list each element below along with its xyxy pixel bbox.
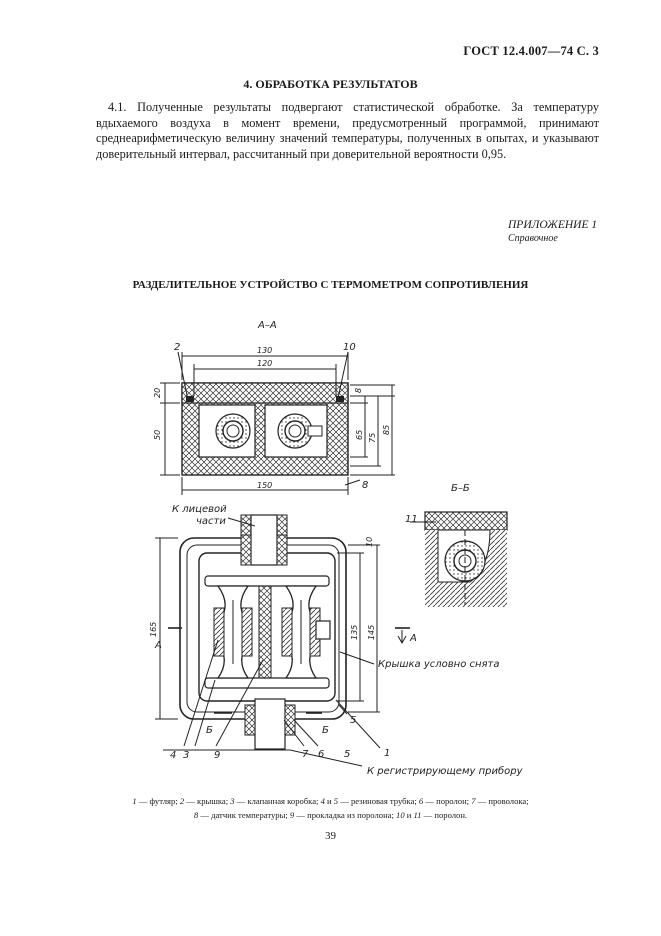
callout-5-bottom: 5 bbox=[344, 749, 350, 760]
page-number: 39 bbox=[325, 830, 336, 842]
note-to-recorder: К регистрирующему прибору bbox=[367, 765, 524, 777]
section-a-right: А bbox=[409, 633, 417, 644]
section-b-right: Б bbox=[322, 725, 329, 736]
callout-2: 2 bbox=[174, 342, 180, 353]
legend-line-1: 1 — футляр; 2 — крышка; 3 — клапанная ко… bbox=[132, 796, 529, 806]
section-a-left: А bbox=[154, 640, 162, 651]
section-bb-view bbox=[410, 511, 508, 607]
callout-8: 8 bbox=[362, 480, 368, 491]
section-aa-label: А–А bbox=[257, 320, 277, 331]
section-bb-label: Б–Б bbox=[451, 483, 470, 494]
callout-9: 9 bbox=[214, 750, 220, 761]
note-to-front: К лицевой bbox=[172, 504, 227, 515]
dim-10: 10 bbox=[365, 537, 374, 547]
appendix-title: ПРИЛОЖЕНИЕ 1 bbox=[508, 219, 598, 231]
callout-1: 1 bbox=[384, 748, 390, 759]
callout-11: 11 bbox=[405, 514, 418, 525]
document-header: ГОСТ 12.4.007—74 С. 3 bbox=[463, 44, 599, 58]
note-to-front-2: части bbox=[196, 516, 226, 527]
dim-85: 85 bbox=[382, 425, 391, 435]
section-aa-view bbox=[160, 351, 395, 495]
callout-4: 4 bbox=[170, 750, 176, 761]
dim-8: 8 bbox=[354, 388, 363, 393]
figure-legend: 1 — футляр; 2 — крышка; 3 — клапанная ко… bbox=[60, 794, 601, 822]
callout-5-right: 5 bbox=[350, 715, 356, 726]
dim-130: 130 bbox=[257, 346, 272, 355]
dim-75: 75 bbox=[368, 433, 377, 443]
callout-7: 7 bbox=[302, 749, 309, 760]
dim-20: 20 bbox=[153, 388, 162, 398]
note-lid: Крышка условно снята bbox=[378, 659, 500, 670]
dim-150: 150 bbox=[257, 481, 272, 490]
dim-145: 145 bbox=[367, 625, 376, 640]
figure-title: РАЗДЕЛИТЕЛЬНОЕ УСТРОЙСТВО С ТЕРМОМЕТРОМ … bbox=[132, 279, 529, 291]
legend-line-2: 8 — датчик температуры; 9 — прокладка из… bbox=[193, 810, 468, 820]
dim-50: 50 bbox=[153, 430, 162, 440]
dim-65: 65 bbox=[355, 430, 364, 440]
paragraph-text: 4.1. Полученные результаты подвергают ст… bbox=[96, 100, 599, 161]
dim-165: 165 bbox=[149, 622, 158, 637]
section-title: 4. ОБРАБОТКА РЕЗУЛЬТАТОВ bbox=[243, 77, 418, 91]
section-b-left: Б bbox=[206, 725, 213, 736]
callout-6: 6 bbox=[318, 749, 324, 760]
dim-120: 120 bbox=[257, 359, 272, 368]
dim-135: 135 bbox=[350, 625, 359, 640]
callout-10: 10 bbox=[343, 342, 356, 353]
plan-view bbox=[155, 514, 410, 767]
appendix-label: ПРИЛОЖЕНИЕ 1 Справочное bbox=[508, 218, 597, 246]
body-paragraph: 4.1. Полученные результаты подвергают ст… bbox=[96, 100, 599, 162]
technical-drawing: А–А bbox=[149, 320, 524, 777]
callout-3: 3 bbox=[183, 750, 189, 761]
appendix-subtitle: Справочное bbox=[508, 233, 558, 244]
